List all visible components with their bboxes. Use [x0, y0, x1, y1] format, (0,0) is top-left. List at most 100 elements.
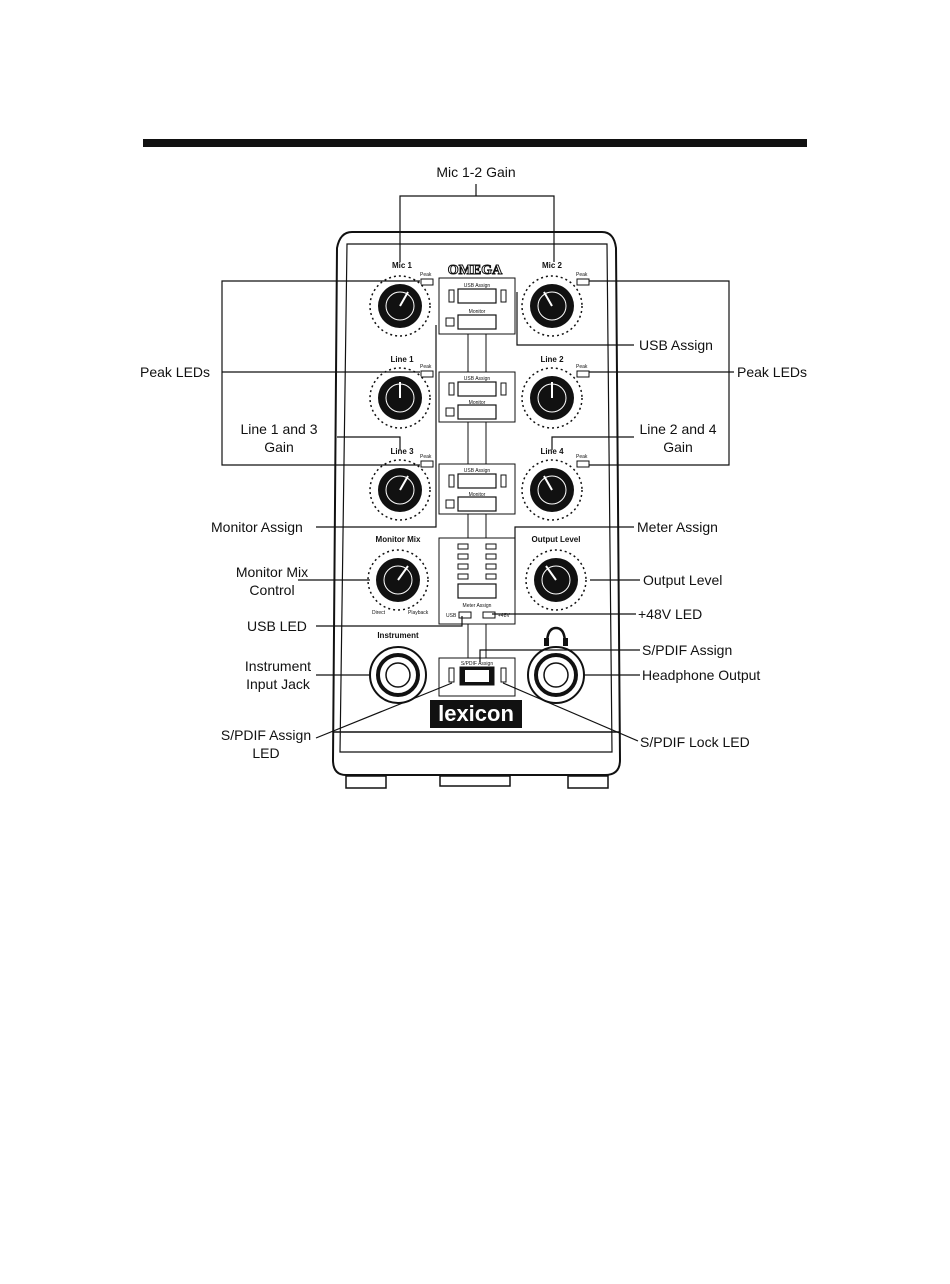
- label-mic12-gain: Mic 1-2 Gain: [436, 164, 515, 180]
- foot-right: [567, 775, 609, 789]
- monitor-assign-button-3[interactable]: [457, 496, 497, 512]
- meter-led-4: [485, 553, 497, 560]
- peak-led-line1: [420, 370, 434, 378]
- svg-text:Peak: Peak: [420, 364, 432, 370]
- meter-led-1: [457, 543, 469, 550]
- peak-led-line3: [420, 460, 434, 468]
- usb-assign-led-right: [500, 289, 507, 303]
- playback-panel-label: Playback: [408, 610, 429, 616]
- direct-panel-label: Direct: [372, 610, 386, 616]
- label-meter-assign: Meter Assign: [637, 519, 718, 535]
- svg-text:Peak: Peak: [420, 272, 432, 278]
- line4-panel-label: Line 4: [540, 447, 564, 456]
- label-line13-gain-2: Gain: [264, 439, 294, 455]
- output-level-panel-label: Output Level: [532, 535, 581, 544]
- meter-assign-button[interactable]: [457, 583, 497, 599]
- label-line24-gain-1: Line 2 and 4: [639, 421, 716, 437]
- label-spdif-assign: S/PDIF Assign: [642, 642, 732, 658]
- headphone-icon: [544, 626, 568, 646]
- label-usb-led: USB LED: [247, 618, 307, 634]
- meter-panel: [438, 537, 516, 625]
- usb-assign-button-2[interactable]: [457, 381, 497, 397]
- peak-led-line4: [576, 460, 590, 468]
- instrument-panel-label: Instrument: [377, 631, 419, 640]
- svg-text:Peak: Peak: [420, 454, 432, 460]
- led-left-2: [448, 382, 455, 396]
- usb-led: [458, 611, 472, 619]
- monitor-led-2: [445, 407, 455, 417]
- svg-text:Monitor: Monitor: [469, 492, 486, 498]
- label-peak-leds-left: Peak LEDs: [140, 364, 210, 380]
- knob-output-level[interactable]: [525, 549, 587, 611]
- spdif-assign-led: [448, 667, 455, 683]
- svg-text:Peak: Peak: [576, 272, 588, 278]
- svg-text:+48V: +48V: [498, 613, 510, 619]
- peak-leds-right-column: Peak Peak Peak: [576, 272, 590, 468]
- monitor-led-1: [445, 317, 455, 327]
- phantom-48v-led: [482, 611, 496, 619]
- svg-text:USB Assign: USB Assign: [464, 376, 491, 382]
- led-left-3: [448, 474, 455, 488]
- omega-logo: OMEGA: [448, 263, 503, 278]
- label-output-level: Output Level: [643, 572, 722, 588]
- led-right-2: [500, 382, 507, 396]
- label-instrument-jack-1: Instrument: [245, 658, 311, 674]
- svg-text:lexicon: lexicon: [438, 701, 514, 726]
- knob-mic1[interactable]: [369, 275, 431, 337]
- instrument-input-jack[interactable]: [369, 646, 427, 704]
- mic1-panel-label: Mic 1: [392, 261, 413, 270]
- usb-assign-button-3[interactable]: [457, 473, 497, 489]
- foot-center: [439, 775, 511, 787]
- knob-mic2[interactable]: [521, 275, 583, 337]
- monitor-mix-panel-label: Monitor Mix: [376, 535, 421, 544]
- peak-led-mic1: [420, 278, 434, 286]
- svg-text:Meter Assign: Meter Assign: [463, 603, 492, 609]
- label-monitor-assign: Monitor Assign: [211, 519, 303, 535]
- svg-text:USB Assign: USB Assign: [464, 468, 491, 474]
- label-headphone-output: Headphone Output: [642, 667, 760, 683]
- label-peak-leds-right: Peak LEDs: [737, 364, 807, 380]
- monitor-assign-button-2[interactable]: [457, 404, 497, 420]
- spdif-lock-led: [500, 667, 507, 683]
- label-monitor-mix-1: Monitor Mix: [236, 564, 308, 580]
- svg-text:USB: USB: [446, 613, 457, 619]
- peak-leds-left-column: Peak Peak Peak: [420, 272, 434, 468]
- label-spdif-lock-led: S/PDIF Lock LED: [640, 734, 750, 750]
- meter-led-7: [457, 573, 469, 580]
- label-monitor-mix-2: Control: [249, 582, 294, 598]
- knob-monitor-mix[interactable]: [367, 549, 429, 611]
- line1-panel-label: Line 1: [390, 355, 414, 364]
- center-control-strip: USB Assign Monitor USB Assign Monitor US…: [438, 277, 516, 697]
- knob-line2[interactable]: [521, 367, 583, 429]
- mic2-panel-label: Mic 2: [542, 261, 563, 270]
- knob-line4[interactable]: [521, 459, 583, 521]
- monitor-assign-button-1[interactable]: [457, 314, 497, 330]
- svg-text:USB Assign: USB Assign: [464, 283, 491, 289]
- meter-led-6: [485, 563, 497, 570]
- label-line24-gain-2: Gain: [663, 439, 693, 455]
- meter-led-8: [485, 573, 497, 580]
- line3-panel-label: Line 3: [390, 447, 414, 456]
- svg-text:Peak: Peak: [576, 364, 588, 370]
- led-right-3: [500, 474, 507, 488]
- label-48v-led: +48V LED: [638, 606, 702, 622]
- headphone-output-jack[interactable]: [527, 646, 585, 704]
- lexicon-logo: lexicon: [430, 700, 522, 728]
- usb-assign-button[interactable]: [457, 288, 497, 304]
- header-rule: [143, 139, 807, 147]
- label-spdif-assign-led-2: LED: [252, 745, 279, 761]
- meter-led-3: [457, 553, 469, 560]
- svg-text:Monitor: Monitor: [469, 400, 486, 406]
- callout-lines: [221, 184, 734, 742]
- meter-led-5: [457, 563, 469, 570]
- foot-left: [345, 775, 387, 789]
- svg-text:S/PDIF Assign: S/PDIF Assign: [461, 661, 493, 667]
- svg-text:Monitor: Monitor: [469, 309, 486, 315]
- knob-line1[interactable]: [369, 367, 431, 429]
- monitor-led-3: [445, 499, 455, 509]
- meter-led-2: [485, 543, 497, 550]
- knob-line3[interactable]: [369, 459, 431, 521]
- label-usb-assign: USB Assign: [639, 337, 713, 353]
- label-instrument-jack-2: Input Jack: [246, 676, 311, 692]
